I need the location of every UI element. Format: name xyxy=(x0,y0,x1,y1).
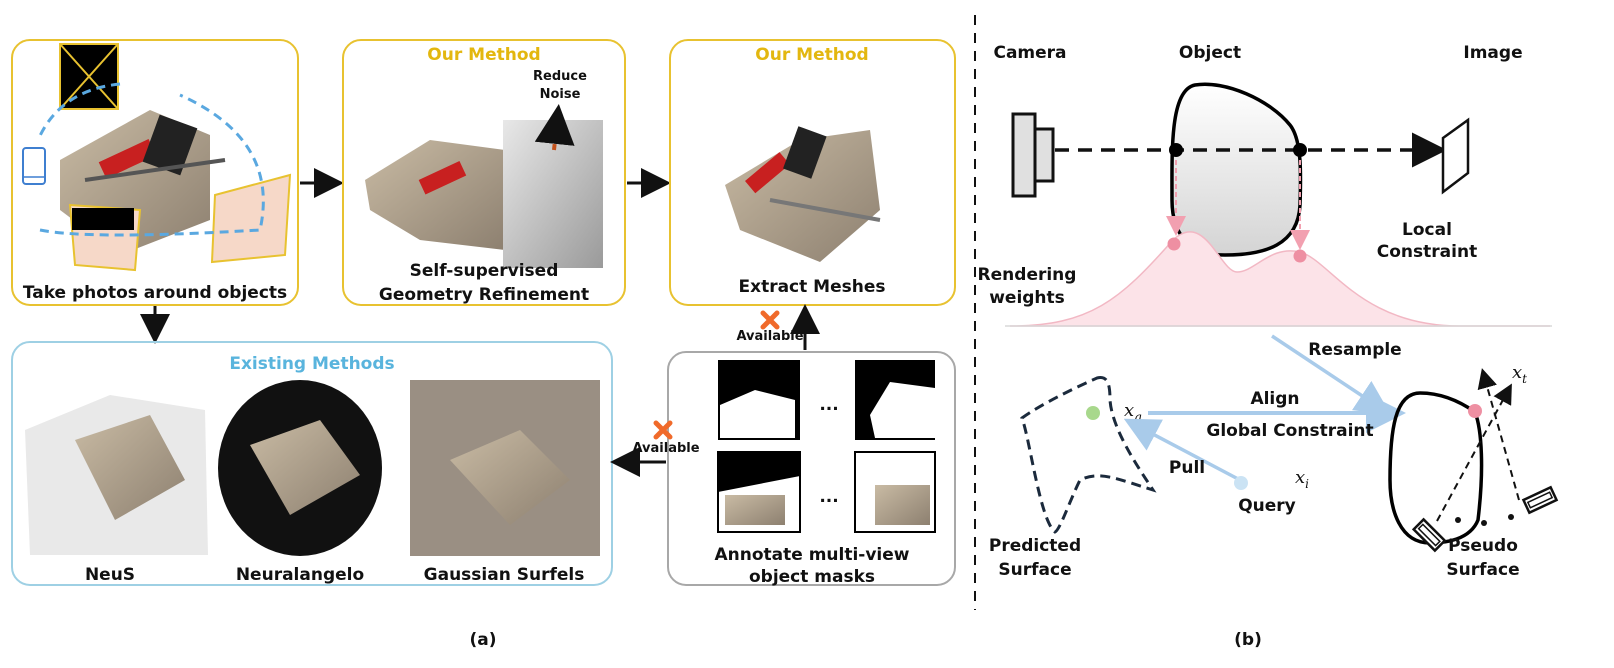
pseudo-surface xyxy=(1388,391,1484,545)
ray-entry-point xyxy=(1169,143,1183,157)
reduce-noise-arrow xyxy=(534,104,575,151)
caption-b: (b) xyxy=(1234,630,1262,650)
ray-exit-point xyxy=(1293,143,1307,157)
object-shape xyxy=(1170,82,1303,257)
mask-ellipsis-2: ... xyxy=(819,487,838,507)
predicted-surface-line2: Surface xyxy=(998,560,1071,580)
local-constraint-line1: Local xyxy=(1402,220,1452,240)
camera-trajectory xyxy=(36,82,265,237)
masks-label-line1: Annotate multi-view xyxy=(714,545,909,565)
image-label: Image xyxy=(1463,43,1522,63)
not-available-up: Available xyxy=(736,329,803,344)
existing-title: Existing Methods xyxy=(229,354,394,374)
phone-icon xyxy=(22,147,46,185)
weight-peak-2 xyxy=(1293,249,1307,263)
pseudo-ray-1 xyxy=(1436,383,1512,522)
align-label: Align xyxy=(1250,389,1299,409)
reduce-noise-line1: Reduce xyxy=(533,69,587,84)
ellipsis-dot xyxy=(1481,520,1487,526)
reduce-noise-line2: Noise xyxy=(540,87,581,102)
x-t-point xyxy=(1468,404,1482,418)
global-constraint-label: Global Constraint xyxy=(1206,421,1373,441)
pseudo-ray-2 xyxy=(1477,368,1520,501)
rendering-weights-line2: weights xyxy=(989,288,1065,308)
extract-box: Our Method Extract Meshes xyxy=(669,39,956,306)
refine-photo xyxy=(365,140,505,250)
ellipsis-dot xyxy=(1508,514,1514,520)
weight-peak-1 xyxy=(1167,237,1181,251)
cross-icon xyxy=(653,420,673,440)
x-t-label: xt xyxy=(1512,362,1527,386)
refine-box: Our Method Reduce Noise Self-supervised … xyxy=(342,39,626,306)
ellipsis-dot xyxy=(1455,517,1461,523)
pseudo-surface-line2: Surface xyxy=(1446,560,1519,580)
query-label: Query xyxy=(1238,496,1296,516)
extract-title: Our Method xyxy=(755,45,868,65)
extract-label: Extract Meshes xyxy=(739,277,886,297)
masks-box: ... ... Annotate multi-view object masks xyxy=(667,351,956,587)
cross-icon xyxy=(760,310,780,330)
not-available-left: Available xyxy=(632,441,699,456)
masks-label-line2: object masks xyxy=(749,567,875,587)
x-i-label: xi xyxy=(1295,467,1309,491)
pseudo-surface-line1: Pseudo xyxy=(1448,536,1518,556)
query-point xyxy=(1234,476,1248,490)
local-constraint-line2: Constraint xyxy=(1377,242,1477,262)
x-q-label: xq xyxy=(1124,400,1142,424)
mask-ellipsis-1: ... xyxy=(819,395,838,415)
method-gaussian-surfels: Gaussian Surfels xyxy=(424,565,585,585)
object-label: Object xyxy=(1179,43,1241,63)
virtual-camera-icon xyxy=(1521,485,1559,515)
camera-views xyxy=(59,43,292,272)
predicted-surface xyxy=(1020,375,1157,534)
capture-box: Take photos around objects xyxy=(11,39,299,306)
resample-label: Resample xyxy=(1308,340,1401,360)
rendering-weights-line1: Rendering xyxy=(978,265,1077,285)
predicted-surface-line1: Predicted xyxy=(989,536,1081,556)
x-q-point xyxy=(1086,406,1100,420)
rendering-weights-curve xyxy=(1009,231,1550,327)
method-neuralangelo: Neuralangelo xyxy=(236,565,364,585)
camera-icon xyxy=(1011,112,1055,198)
caption-a: (a) xyxy=(469,630,496,650)
virtual-camera-icon xyxy=(1411,517,1447,553)
existing-methods-box: Existing Methods NeuS Neuralangelo Gauss… xyxy=(11,341,613,586)
refine-label-line2: Geometry Refinement xyxy=(379,285,589,305)
refine-label-line1: Self-supervised xyxy=(410,261,559,281)
pull-arrow xyxy=(1123,418,1241,482)
refine-mesh xyxy=(503,120,603,268)
camera-label: Camera xyxy=(993,43,1066,63)
capture-label: Take photos around objects xyxy=(23,283,287,303)
refine-title: Our Method xyxy=(427,45,540,65)
method-neus: NeuS xyxy=(85,565,135,585)
extracted-mesh xyxy=(725,130,880,262)
image-plane xyxy=(1441,117,1470,195)
pull-label: Pull xyxy=(1169,458,1205,478)
